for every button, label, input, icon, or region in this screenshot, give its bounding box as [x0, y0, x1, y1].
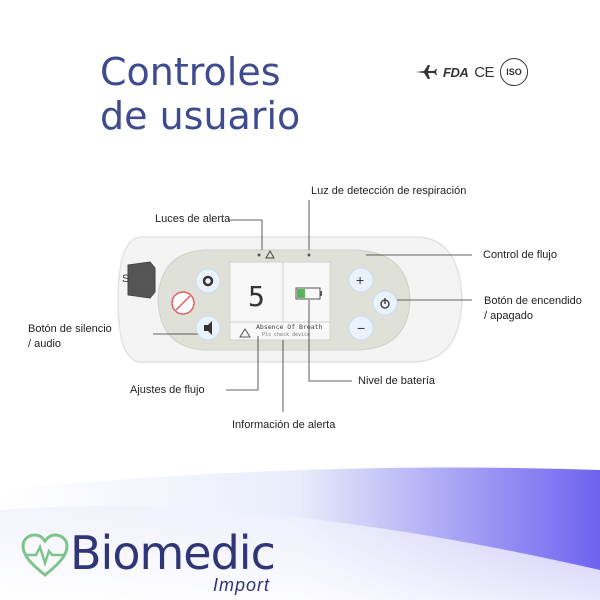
title-line-1: Controles [100, 50, 281, 94]
certifications: FDA CE ISO [415, 58, 529, 86]
callout-power-button: Botón de encendido / apagado [484, 294, 582, 324]
fda-logo: FDA [443, 64, 469, 80]
callout-mute-line2: / audio [28, 338, 62, 350]
callout-battery-level: Nivel de batería [358, 375, 436, 387]
alert-light-dot [257, 253, 261, 257]
alert-sub-message: Pls check device [262, 332, 311, 338]
leader-lines [153, 200, 472, 412]
title-line-2: de usuario [100, 94, 301, 138]
callout-flow-settings: Ajustes de flujo [130, 384, 205, 396]
flow-down-button [348, 315, 374, 341]
callout-mute-line1: Botón de silencio [28, 323, 112, 335]
device-screen [229, 261, 331, 341]
flow-up-button [348, 267, 374, 293]
callout-flow-control: Control de flujo [483, 249, 557, 261]
ce-mark: CE [474, 63, 495, 81]
callout-power-line2: / apagado [484, 310, 533, 322]
airplane-icon [416, 65, 437, 79]
battery-fill [297, 289, 305, 298]
callout-power-line1: Botón de encendido [484, 295, 582, 307]
heart-pulse-icon [21, 533, 69, 577]
speaker-icon [204, 321, 212, 335]
screen-alert-icon [239, 328, 251, 338]
callout-alert-info: Información de alerta [232, 419, 336, 431]
page-title: Controles de usuario [100, 50, 360, 138]
brand-sub: Import [213, 575, 271, 595]
iso-text: ISO [506, 67, 522, 77]
footer-wave [0, 467, 600, 600]
battery-tip [320, 291, 322, 296]
minus-icon: − [357, 320, 365, 336]
flow-setting-value: 5 [248, 280, 265, 313]
callout-mute-button: Botón de silencio / audio [28, 322, 112, 352]
brand-name: Biomedic [70, 526, 276, 580]
device-clip [127, 261, 156, 299]
settings-button [195, 268, 221, 294]
plus-icon: + [356, 272, 364, 288]
breath-light-dot [307, 253, 311, 257]
no-smoking-icon [175, 295, 191, 311]
settings-gear-icon [202, 275, 214, 287]
iso-logo: ISO [500, 58, 529, 86]
alert-message: Absence Of Breath [256, 323, 323, 331]
clip-marker: S [122, 273, 129, 285]
callout-breath-light: Luz de detección de respiración [311, 185, 467, 197]
callout-alert-lights: Luces de alerta [155, 213, 231, 225]
alert-light-icon [265, 249, 275, 259]
